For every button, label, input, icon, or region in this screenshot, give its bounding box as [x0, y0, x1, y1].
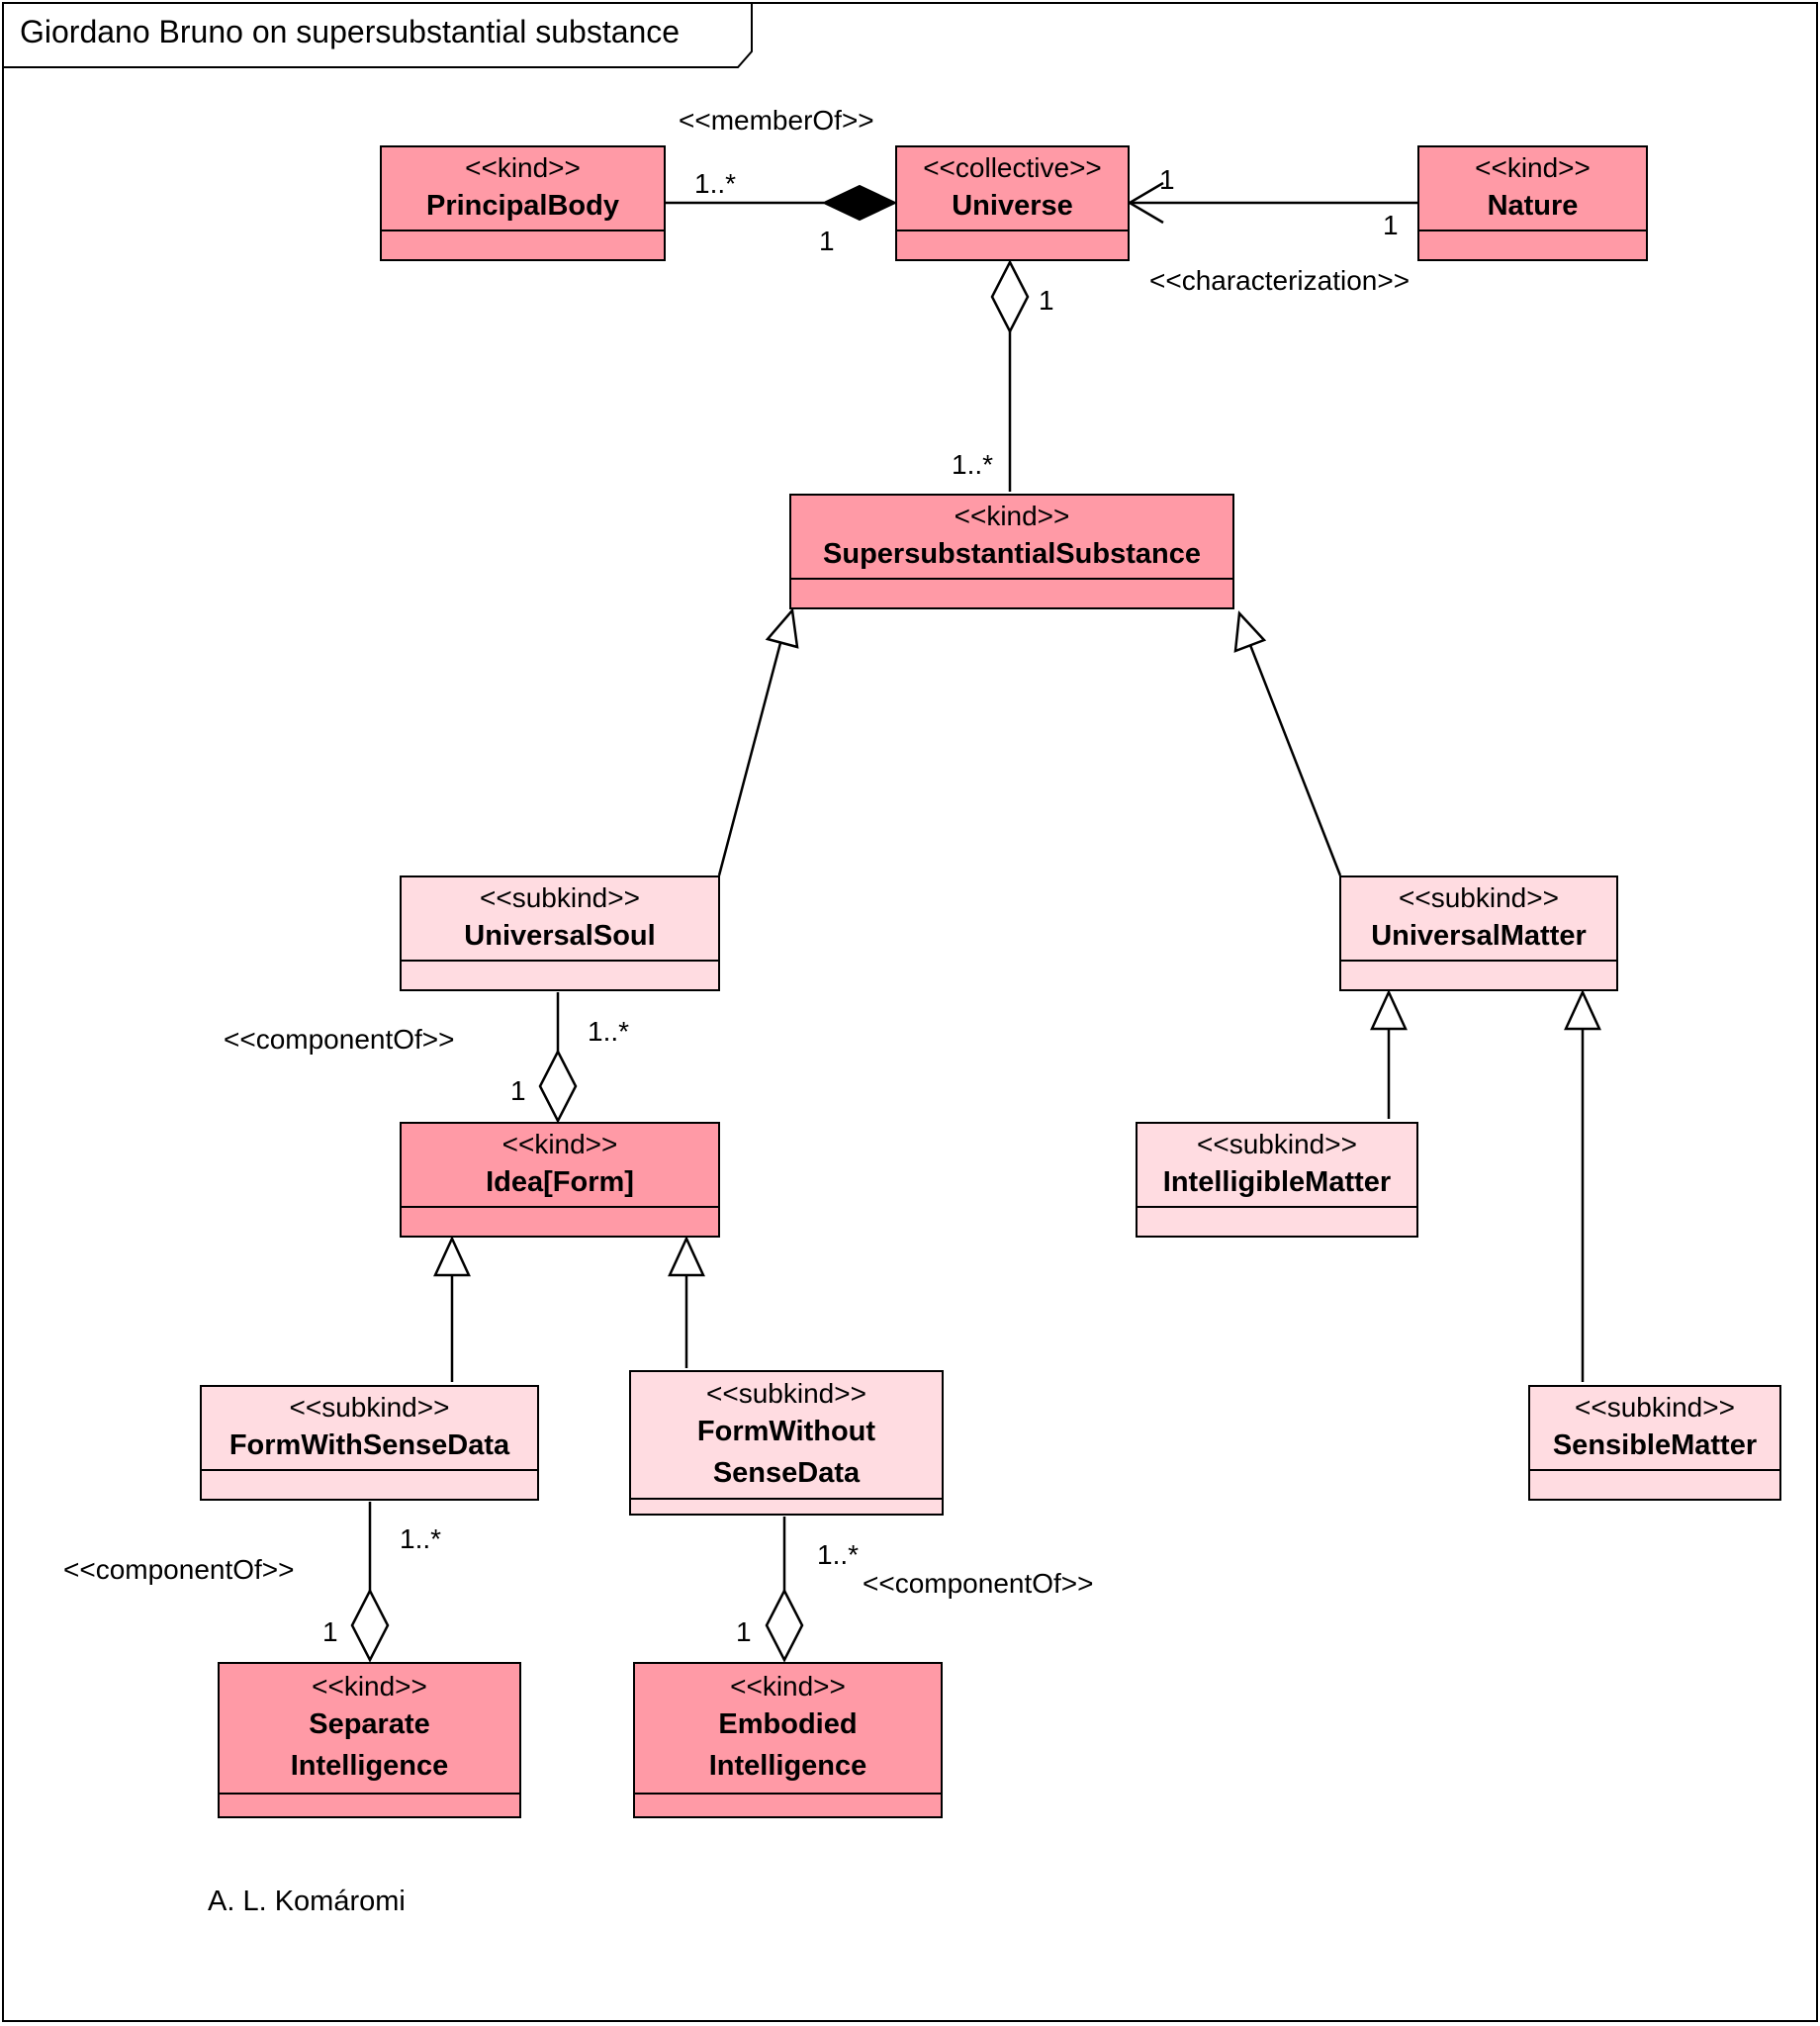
class-embodied-intelligence[interactable]: <<kind>> Embodied Intelligence [633, 1662, 943, 1818]
attribute-compartment [402, 1206, 718, 1236]
class-name: Embodied Intelligence [708, 1708, 867, 1782]
attribute-compartment [382, 230, 664, 259]
soul-idea-stereotype: <<componentOf>> [224, 1024, 455, 1055]
stereotype: <<kind>> [312, 1671, 427, 1702]
attribute-compartment [202, 1469, 537, 1499]
class-name: UniversalSoul [464, 919, 656, 952]
class-name: Universe [952, 189, 1073, 222]
class-universal-matter[interactable]: <<subkind>> UniversalMatter [1339, 875, 1618, 991]
attribute-compartment [220, 1793, 519, 1816]
class-form-with-sense-data[interactable]: <<subkind>> FormWithSenseData [200, 1385, 539, 1501]
stereotype: <<subkind>> [480, 881, 640, 913]
generalization-arrow-matter [1233, 610, 1267, 653]
generalization-arrow-soul [765, 607, 799, 649]
class-principal-body[interactable]: <<kind>> PrincipalBody [380, 145, 666, 261]
sense-separate-whole-mult: 1..* [400, 1523, 442, 1554]
class-supersubstantial-substance[interactable]: <<kind>> SupersubstantialSubstance [789, 494, 1234, 609]
class-sensible-matter[interactable]: <<subkind>> SensibleMatter [1528, 1385, 1781, 1501]
attribute-compartment [1138, 1206, 1416, 1236]
characterization-target-mult: 1 [1159, 164, 1175, 195]
nosense-embodied-whole-mult: 1..* [817, 1539, 860, 1570]
characterization-stereotype: <<characterization>> [1149, 265, 1410, 296]
class-name: FormWithout SenseData [696, 1415, 876, 1489]
class-name: IntelligibleMatter [1162, 1165, 1392, 1198]
class-name: SupersubstantialSubstance [823, 537, 1201, 570]
characterization-arrowhead [1127, 181, 1164, 225]
universe-substance-part-mult: 1..* [952, 449, 994, 480]
class-name: Nature [1487, 189, 1579, 222]
attribute-compartment [1419, 230, 1646, 259]
attribute-compartment [402, 960, 718, 989]
attribute-compartment [1530, 1469, 1779, 1499]
generalization-arrow-with-sense [433, 1236, 471, 1277]
characterization-source-mult: 1 [1383, 210, 1399, 240]
class-name: FormWithSenseData [228, 1428, 510, 1461]
soul-idea-part-mult: 1 [510, 1075, 526, 1106]
class-separate-intelligence[interactable]: <<kind>> Separate Intelligence [218, 1662, 521, 1818]
member-of-target-mult: 1 [819, 226, 835, 256]
attribute-compartment [791, 578, 1232, 607]
stereotype: <<subkind>> [706, 1377, 866, 1409]
soul-idea-whole-mult: 1..* [588, 1016, 630, 1047]
class-idea-form[interactable]: <<kind>> Idea[Form] [400, 1122, 720, 1238]
nosense-embodied-part-mult: 1 [736, 1616, 752, 1647]
class-universal-soul[interactable]: <<subkind>> UniversalSoul [400, 875, 720, 991]
generalization-arrow-intelligible [1370, 989, 1408, 1031]
diagram-title: Giordano Bruno on supersubstantial subst… [20, 14, 681, 49]
class-name: Idea[Form] [486, 1165, 634, 1198]
class-nature[interactable]: <<kind>> Nature [1417, 145, 1648, 261]
stereotype: <<kind>> [730, 1671, 846, 1702]
stereotype: <<kind>> [1475, 151, 1591, 183]
class-name: UniversalMatter [1371, 919, 1587, 952]
aggregation-diamond-embodied [765, 1588, 804, 1663]
generalization-arrow-without-sense [668, 1236, 705, 1277]
stereotype: <<collective>> [923, 151, 1102, 183]
stereotype: <<subkind>> [289, 1391, 450, 1423]
nosense-embodied-stereotype: <<componentOf>> [863, 1568, 1094, 1599]
member-of-stereotype: <<memberOf>> [679, 105, 874, 136]
class-name: SensibleMatter [1552, 1428, 1758, 1461]
frame-title-tab [2, 2, 753, 68]
class-form-without-sense-data[interactable]: <<subkind>> FormWithout SenseData [629, 1370, 944, 1516]
class-universe[interactable]: <<collective>> Universe [895, 145, 1130, 261]
attribute-compartment [1341, 960, 1616, 989]
sense-separate-stereotype: <<componentOf>> [63, 1554, 295, 1585]
stereotype: <<subkind>> [1399, 881, 1559, 913]
generalization-line-matter [1248, 644, 1342, 876]
stereotype: <<kind>> [465, 151, 581, 183]
stereotype: <<kind>> [501, 1128, 618, 1159]
sense-separate-part-mult: 1 [322, 1616, 338, 1647]
attribute-compartment [631, 1498, 942, 1514]
attribute-compartment [635, 1793, 941, 1816]
stereotype: <<kind>> [954, 500, 1070, 531]
aggregation-diamond-universe [990, 259, 1030, 334]
generalization-arrow-sensible [1564, 989, 1601, 1031]
attribute-compartment [897, 230, 1128, 259]
class-name: PrincipalBody [426, 189, 619, 222]
class-intelligible-matter[interactable]: <<subkind>> IntelligibleMatter [1136, 1122, 1418, 1238]
universe-substance-whole-mult: 1 [1039, 285, 1054, 316]
member-of-source-mult: 1..* [694, 168, 737, 199]
author-credit: A. L. Komáromi [208, 1886, 406, 1917]
aggregation-diamond-soul-idea [538, 1049, 578, 1124]
aggregation-diamond-separate [350, 1588, 390, 1663]
class-name: Separate Intelligence [290, 1708, 449, 1782]
generalization-line-soul [717, 642, 782, 876]
composition-diamond [821, 184, 898, 222]
stereotype: <<subkind>> [1575, 1391, 1735, 1423]
stereotype: <<subkind>> [1197, 1128, 1357, 1159]
